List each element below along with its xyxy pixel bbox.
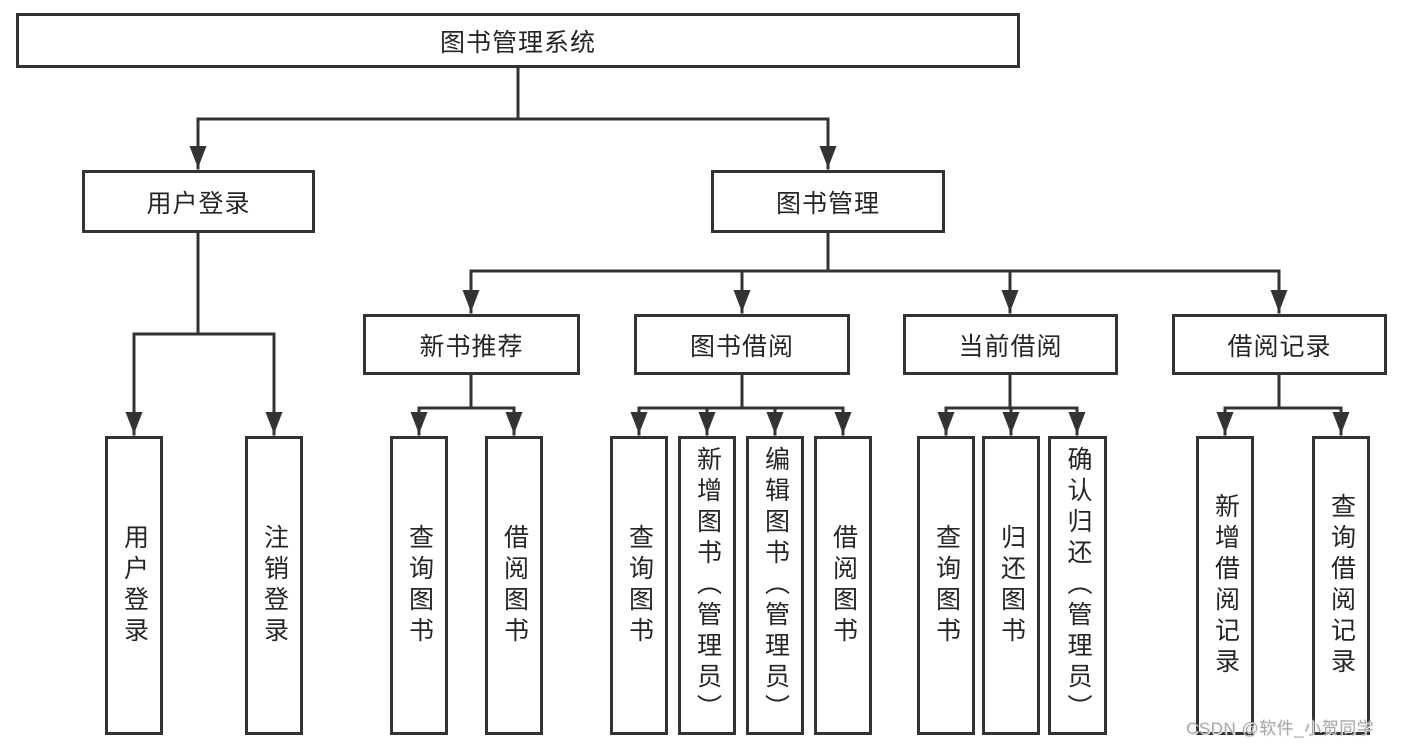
node-label: 注销登录: [260, 523, 289, 648]
node-return-books: 归还图书: [982, 436, 1040, 735]
node-label: 查询图书: [932, 523, 961, 648]
node-add-borrow-record: 新增借阅记录: [1196, 436, 1254, 735]
node-borrow-books-recommend: 借阅图书: [485, 436, 543, 735]
node-borrowing-records: 借阅记录: [1172, 314, 1387, 375]
node-label: 借阅图书: [829, 523, 858, 648]
node-root-system: 图书管理系统: [16, 13, 1020, 68]
node-label: 查询图书: [405, 523, 434, 648]
node-query-books-current: 查询图书: [917, 436, 975, 735]
node-query-borrow-record: 查询借阅记录: [1312, 436, 1370, 735]
node-confirm-return-admin: 确认归还（管理员）: [1048, 436, 1107, 735]
node-query-books-borrowing: 查询图书: [610, 436, 668, 735]
node-book-management-branch: 图书管理: [711, 170, 945, 233]
node-user-login-branch: 用户登录: [82, 170, 315, 233]
node-label: 编辑图书（管理员）: [761, 446, 790, 725]
node-borrow-books-borrowing: 借阅图书: [814, 436, 872, 735]
node-logout: 注销登录: [245, 436, 303, 735]
node-label: 图书借阅: [689, 332, 794, 361]
node-label: 当前借阅: [958, 332, 1063, 361]
csdn-watermark: CSDN @软件_小贺同学: [1186, 719, 1375, 738]
node-new-book-recommend: 新书推荐: [363, 314, 580, 375]
node-book-borrowing: 图书借阅: [634, 314, 850, 375]
node-label: 新书推荐: [419, 332, 524, 361]
node-label: 新增图书（管理员）: [693, 446, 722, 725]
node-label: 查询借阅记录: [1327, 492, 1356, 679]
node-user-login: 用户登录: [105, 436, 163, 735]
node-label: 新增借阅记录: [1211, 492, 1240, 679]
node-label: 用户登录: [120, 523, 149, 648]
node-add-books-admin: 新增图书（管理员）: [678, 436, 736, 735]
node-label: 借阅记录: [1227, 332, 1332, 361]
node-edit-books-admin: 编辑图书（管理员）: [746, 436, 804, 735]
node-label: 图书管理: [775, 189, 880, 218]
node-label: 用户登录: [146, 189, 251, 218]
node-label: 借阅图书: [500, 523, 529, 648]
node-label: 归还图书: [997, 523, 1026, 648]
tree-edges: [125, 66, 1350, 436]
node-current-borrowing: 当前借阅: [903, 314, 1118, 375]
node-label: 图书管理系统: [439, 28, 596, 57]
node-label: 确认归还（管理员）: [1064, 446, 1092, 725]
node-query-books-recommend: 查询图书: [390, 436, 448, 735]
node-label: 查询图书: [625, 523, 654, 648]
